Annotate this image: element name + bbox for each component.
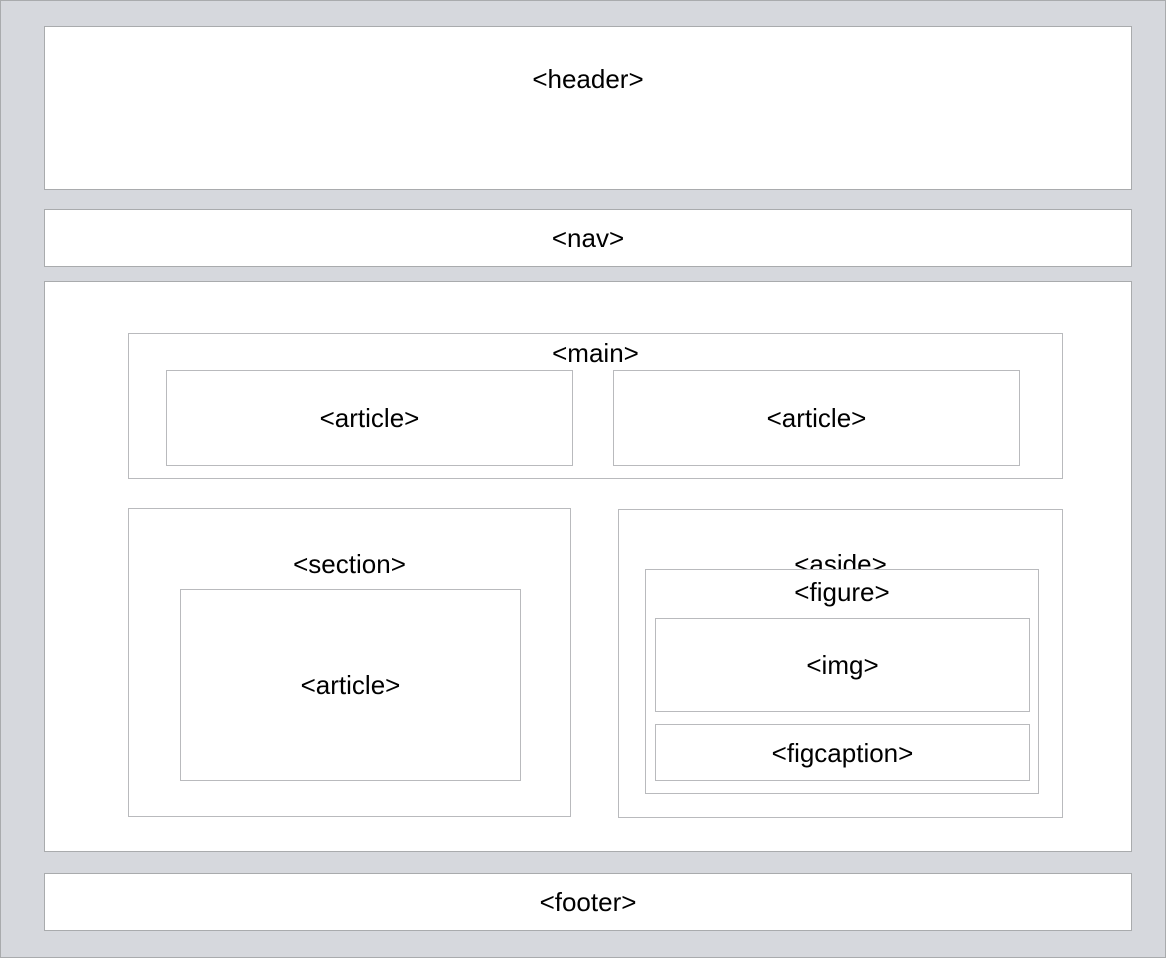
nav-label: <nav> [551,223,625,253]
main-block: <main> <article> <article> [128,333,1063,479]
img-label: <img> [806,650,879,680]
header-label: <header> [532,64,644,94]
nav-block: <nav> [44,209,1132,267]
main-article-1-label: <article> [319,403,420,433]
section-label: <section> [293,549,406,579]
figcaption-label: <figcaption> [771,737,914,768]
main-article-1: <article> [166,370,573,466]
main-article-2: <article> [613,370,1020,466]
section-block: <section> <article> [128,508,571,817]
section-article-label: <article> [300,670,401,700]
aside-block: <aside> <figure> <img> <figcaption> [618,509,1063,818]
img-block: <img> [655,618,1030,712]
footer-label: <footer> [539,887,637,917]
content-wrapper: <main> <article> <article> <section> <ar… [44,281,1132,852]
figure-label: <figure> [794,577,890,607]
figure-block: <figure> <img> <figcaption> [645,569,1039,794]
main-label: <main> [552,338,639,368]
footer-block: <footer> [44,873,1132,931]
figcaption-block: <figcaption> [655,724,1030,781]
header-block: <header> [44,26,1132,190]
section-article: <article> [180,589,521,781]
main-article-2-label: <article> [766,403,867,433]
